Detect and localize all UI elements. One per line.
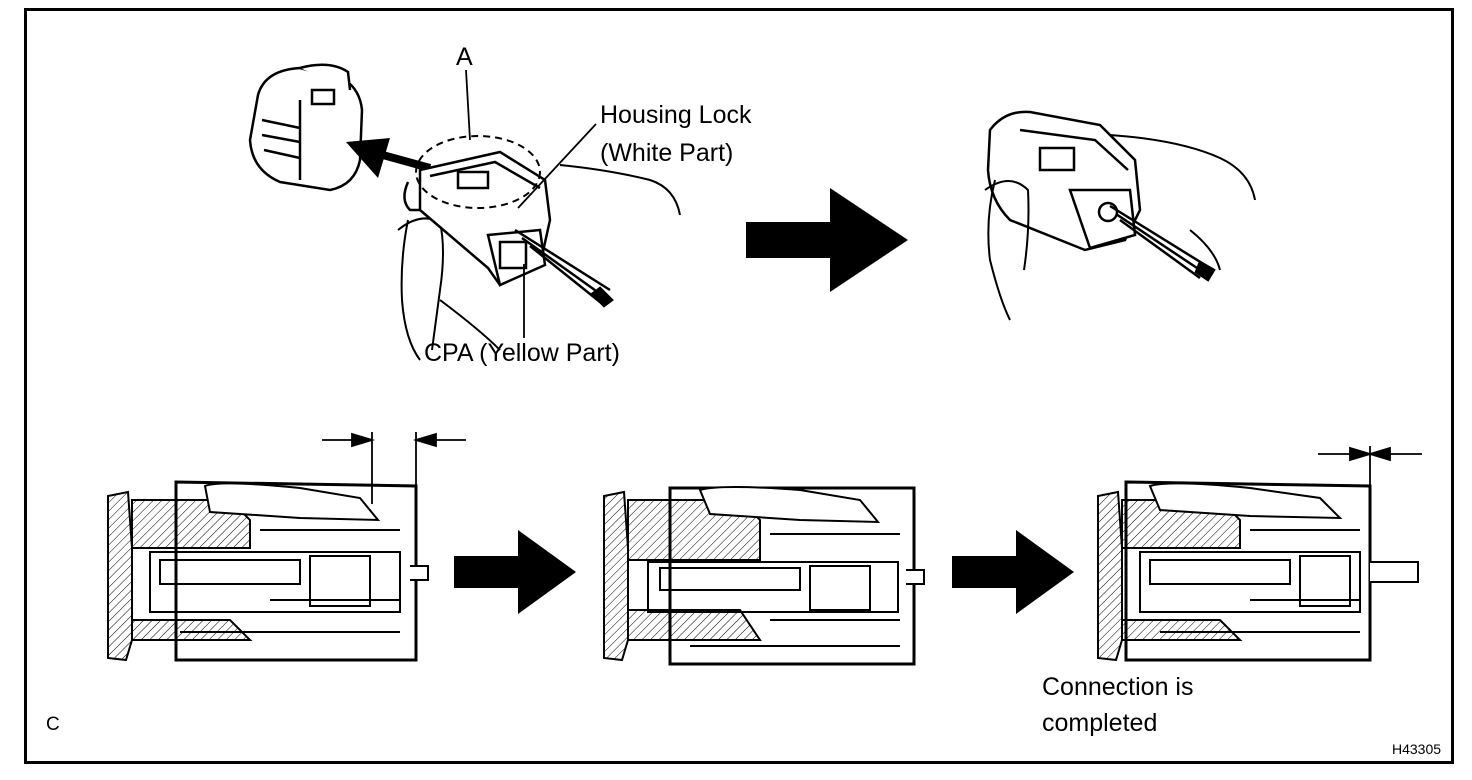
cross-section-3 <box>1097 480 1419 662</box>
arrow-top-large <box>746 188 908 292</box>
connection-label-line1: Connection is <box>1042 673 1194 701</box>
arrow-bottom-2 <box>952 530 1074 614</box>
leader-lines <box>465 69 597 338</box>
cross-section-2 <box>603 486 925 666</box>
figure-id: H43305 <box>1392 741 1442 757</box>
housing-lock-label-line1: Housing Lock <box>600 101 752 129</box>
mating-connector-housing <box>248 63 364 192</box>
hand-left <box>397 164 681 361</box>
housing-lock-label-line2: (White Part) <box>600 139 734 167</box>
gap-dimension-3 <box>1318 446 1422 486</box>
gap-dimension-1 <box>322 432 466 504</box>
cross-section-1 <box>107 480 429 662</box>
insertion-arrow <box>346 138 432 178</box>
connection-label-line2: completed <box>1042 709 1158 737</box>
connector-with-cpa <box>403 150 614 308</box>
housing-lock-highlight <box>415 135 541 209</box>
callout-a: A <box>456 43 473 71</box>
connected-assembly <box>986 110 1216 282</box>
figure-letter: C <box>46 714 60 735</box>
arrow-bottom-1 <box>454 530 576 614</box>
cpa-label: CPA (Yellow Part) <box>424 339 620 367</box>
hand-right <box>984 134 1256 321</box>
